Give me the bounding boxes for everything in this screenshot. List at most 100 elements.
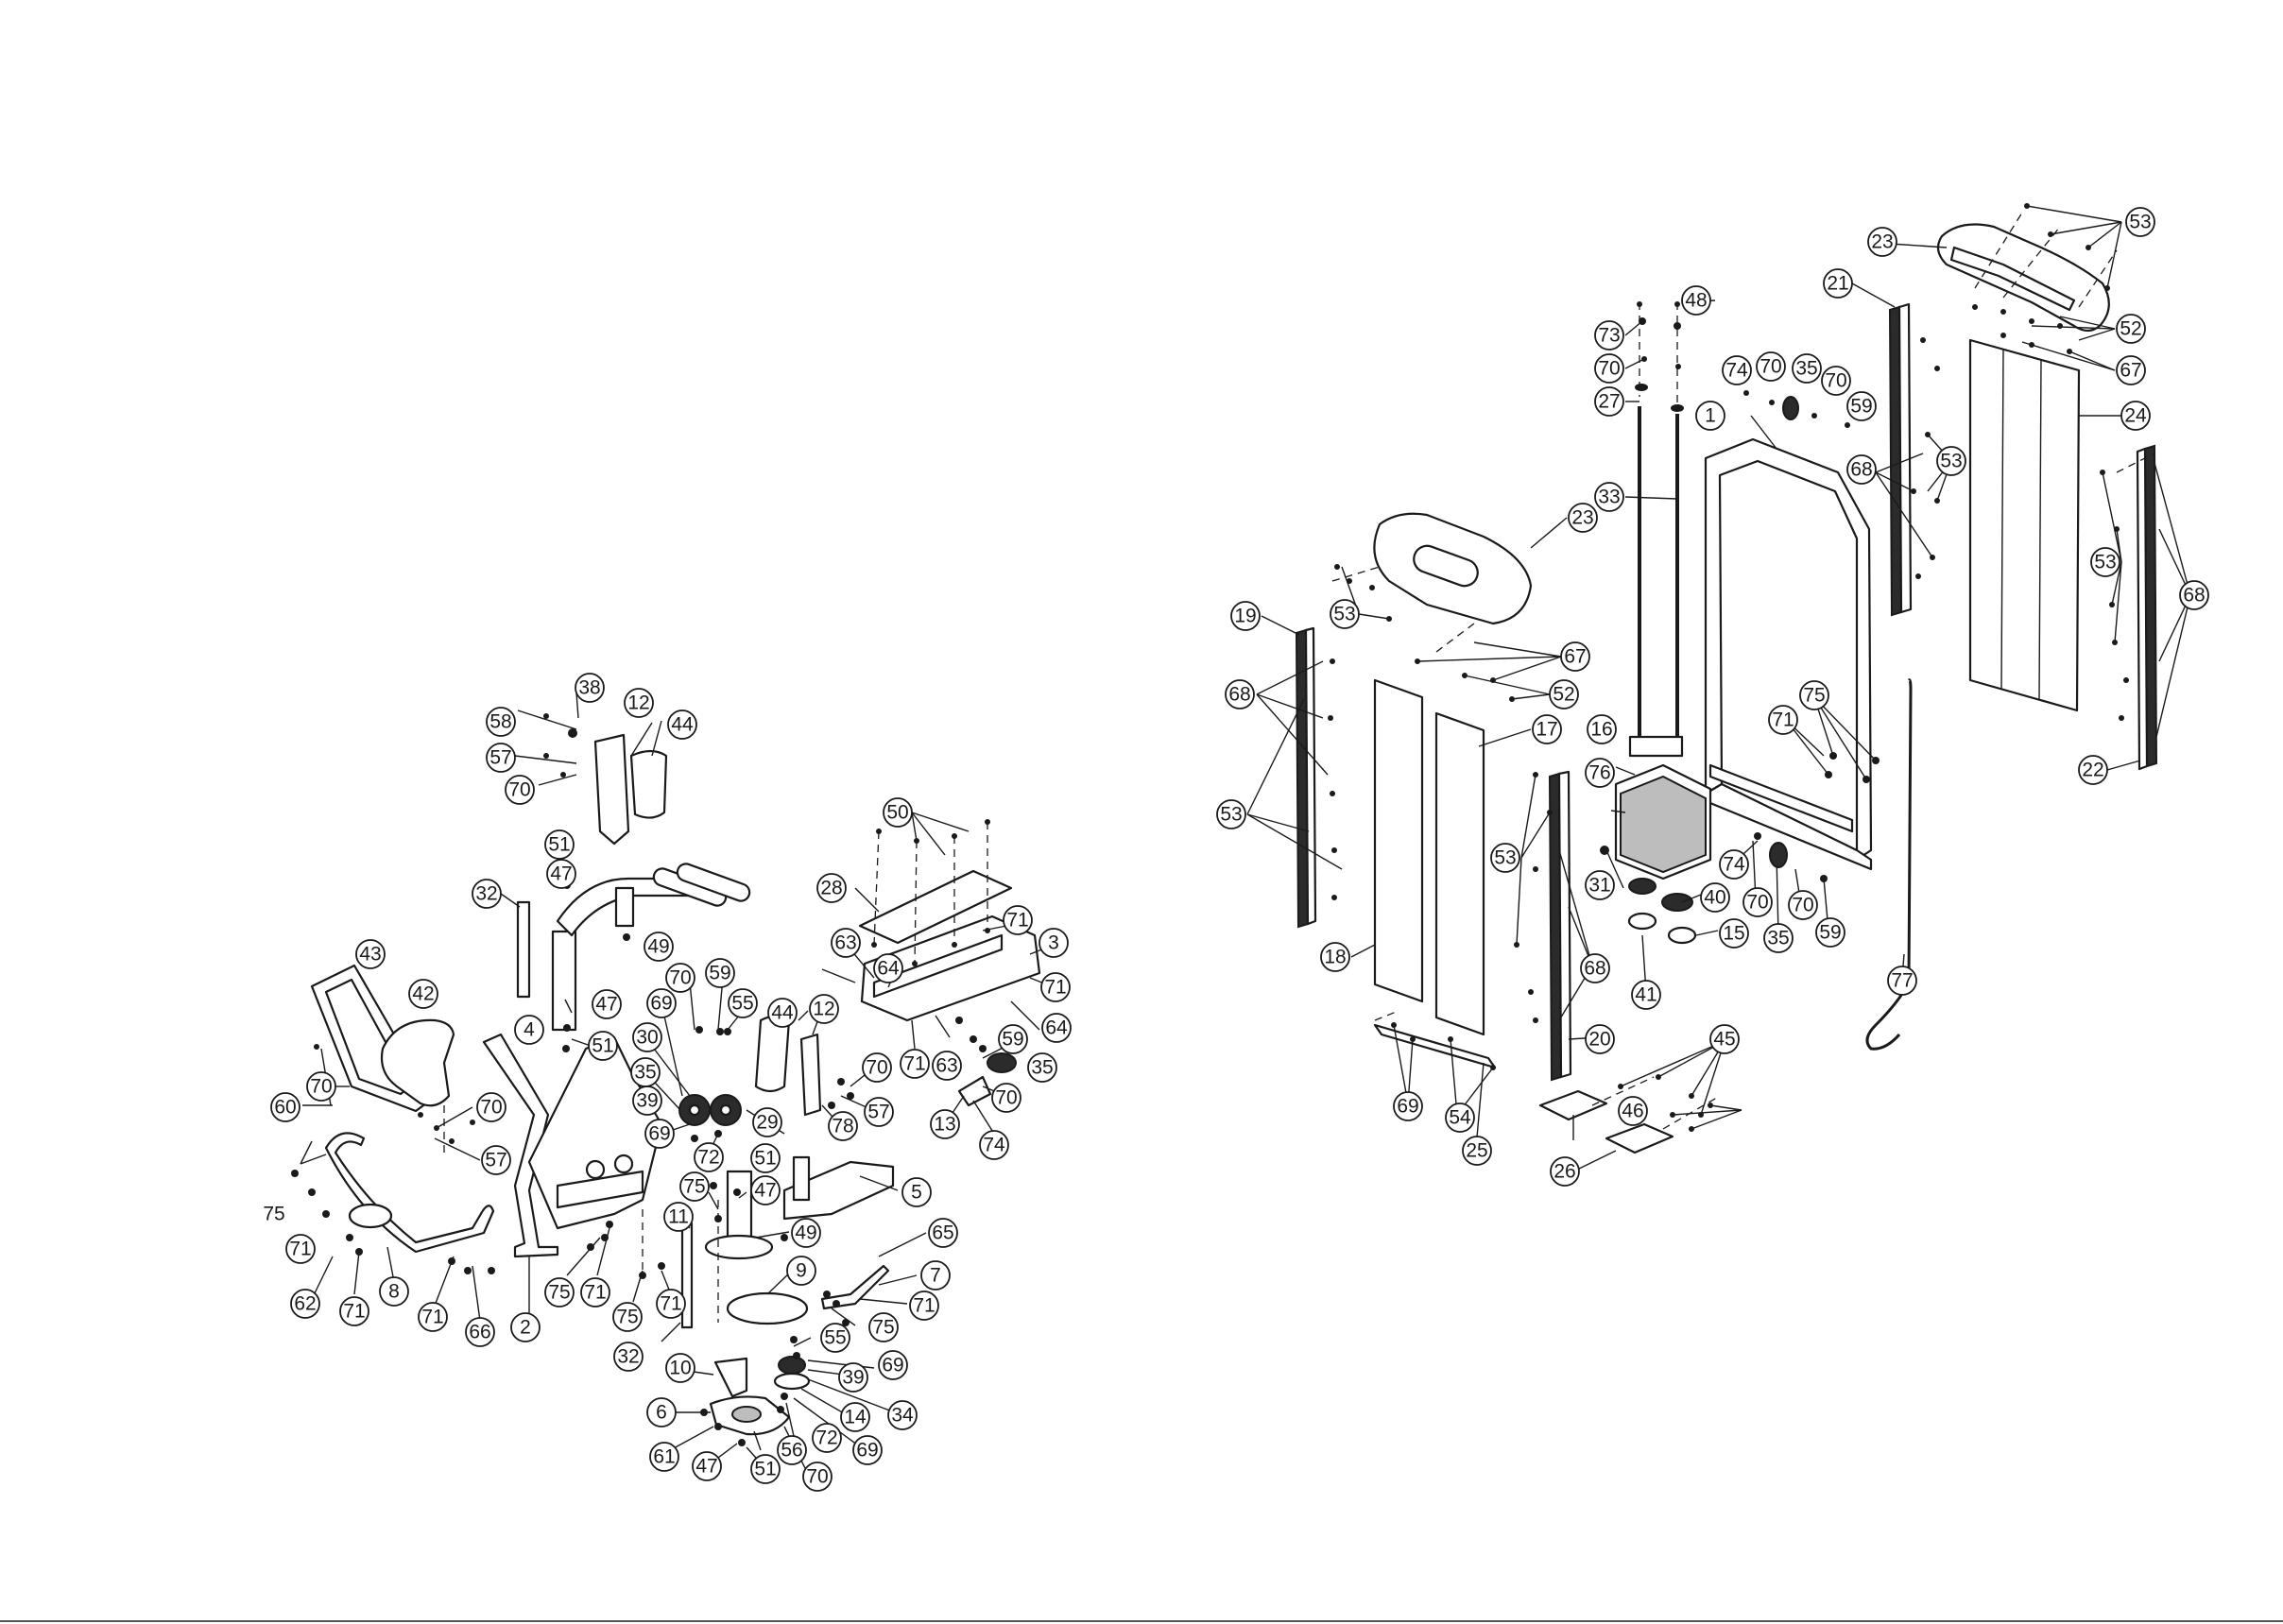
svg-text:70: 70	[1759, 356, 1781, 378]
svg-text:41: 41	[1635, 984, 1656, 1006]
base-frame-rail	[872, 933, 1004, 999]
svg-text:64: 64	[1045, 1017, 1068, 1039]
svg-text:75: 75	[616, 1307, 638, 1328]
callout: 43	[355, 939, 386, 969]
svg-text:70: 70	[310, 1076, 332, 1098]
top-plate	[1628, 735, 1684, 758]
shroud-panel-17	[1434, 711, 1485, 1036]
svg-text:58: 58	[489, 711, 511, 733]
svg-text:10: 10	[669, 1358, 691, 1379]
callout: 23	[1867, 227, 1897, 257]
callout: 2	[510, 1312, 541, 1342]
callout: 62	[290, 1289, 320, 1319]
svg-text:52: 52	[1553, 684, 1574, 706]
callout: 70	[1756, 351, 1786, 382]
rod-32-lower	[680, 1222, 694, 1329]
svg-text:51: 51	[592, 1035, 613, 1057]
right-leader-lines	[1246, 205, 2191, 1172]
svg-text:53: 53	[1940, 451, 1962, 472]
right-assembly: 53 23 52 67 21 24 53 68 22 68 53 48 73 7…	[1216, 203, 2209, 1187]
handle-bar	[324, 1132, 495, 1254]
svg-text:51: 51	[754, 1459, 776, 1480]
callout: 70	[1821, 366, 1851, 396]
svg-text:23: 23	[1871, 231, 1893, 253]
callout: 69	[644, 1119, 675, 1149]
svg-text:68: 68	[2183, 585, 2205, 607]
callout: 5	[901, 1177, 932, 1207]
svg-text:42: 42	[412, 983, 434, 1005]
svg-text:17: 17	[1536, 719, 1557, 741]
svg-text:59: 59	[1850, 396, 1872, 418]
callout: 64	[873, 953, 903, 983]
callout: 47	[546, 859, 576, 889]
callout: 51	[750, 1143, 781, 1173]
back-pad-arm	[799, 1033, 822, 1117]
svg-text:32: 32	[475, 883, 497, 905]
svg-text:69: 69	[856, 1440, 878, 1462]
callout: 61	[649, 1442, 679, 1472]
callout: 69	[852, 1435, 883, 1465]
svg-text:23: 23	[1571, 507, 1593, 529]
svg-text:70: 70	[806, 1466, 828, 1488]
central-post	[726, 1170, 753, 1239]
svg-text:52: 52	[2120, 318, 2141, 340]
callout: 47	[750, 1175, 781, 1205]
svg-text:40: 40	[1704, 887, 1725, 909]
callout: 42	[408, 979, 438, 1009]
svg-text:74: 74	[1723, 854, 1745, 876]
callout: 53	[2125, 207, 2155, 237]
svg-text:32: 32	[617, 1346, 639, 1368]
svg-text:70: 70	[669, 967, 691, 989]
callout: 57	[486, 743, 516, 773]
callout: 70	[476, 1092, 506, 1122]
callout: 70	[665, 963, 695, 993]
svg-text:47: 47	[595, 994, 617, 1016]
svg-text:53: 53	[1220, 804, 1242, 826]
svg-text:70: 70	[508, 779, 530, 801]
callout: 69	[646, 988, 677, 1018]
callout: 65	[928, 1218, 958, 1248]
svg-text:6: 6	[656, 1402, 667, 1424]
svg-text:24: 24	[2124, 405, 2147, 427]
svg-text:61: 61	[653, 1446, 675, 1468]
callout: 70	[802, 1462, 833, 1492]
svg-text:18: 18	[1324, 947, 1346, 968]
svg-text:74: 74	[1725, 360, 1748, 382]
leg-pad	[629, 749, 668, 819]
callout: 3	[1039, 928, 1069, 958]
main-frame-leg	[482, 1033, 559, 1258]
callout: 25	[1462, 1136, 1492, 1166]
callout: 47	[592, 989, 622, 1019]
svg-text:4: 4	[524, 1019, 535, 1041]
svg-text:76: 76	[1588, 762, 1610, 784]
svg-text:47: 47	[754, 1180, 776, 1202]
callout: 68	[1225, 679, 1255, 709]
callout: 73	[1594, 320, 1624, 350]
svg-text:33: 33	[1598, 487, 1620, 508]
svg-text:1: 1	[1705, 405, 1716, 427]
svg-text:64: 64	[877, 958, 900, 980]
svg-text:70: 70	[995, 1087, 1017, 1109]
left-assembly: 58 38 12 44 57 70 51 47 32 49 47 4 51 43…	[263, 673, 1072, 1492]
callout: 70	[505, 775, 535, 805]
callout: 44	[667, 709, 697, 740]
svg-text:5: 5	[911, 1182, 922, 1204]
svg-text:39: 39	[636, 1090, 658, 1112]
svg-text:20: 20	[1588, 1029, 1610, 1051]
callout: 21	[1823, 268, 1853, 299]
svg-text:71: 71	[343, 1301, 365, 1323]
callout: 46	[1618, 1096, 1648, 1126]
callout: 32	[472, 879, 502, 909]
callout: 11	[663, 1202, 694, 1232]
callout: 59	[1815, 917, 1845, 948]
svg-text:75: 75	[872, 1317, 894, 1339]
svg-text:71: 71	[584, 1282, 606, 1304]
callout: 1	[1695, 401, 1725, 431]
callout: 9	[786, 1256, 816, 1286]
callout: 55	[728, 988, 758, 1018]
shroud-panel-18	[1373, 678, 1424, 1003]
callout: 53	[1936, 446, 1966, 476]
callout: 35	[1792, 353, 1822, 384]
callout: 18	[1320, 942, 1350, 972]
callout: 69	[878, 1350, 908, 1380]
